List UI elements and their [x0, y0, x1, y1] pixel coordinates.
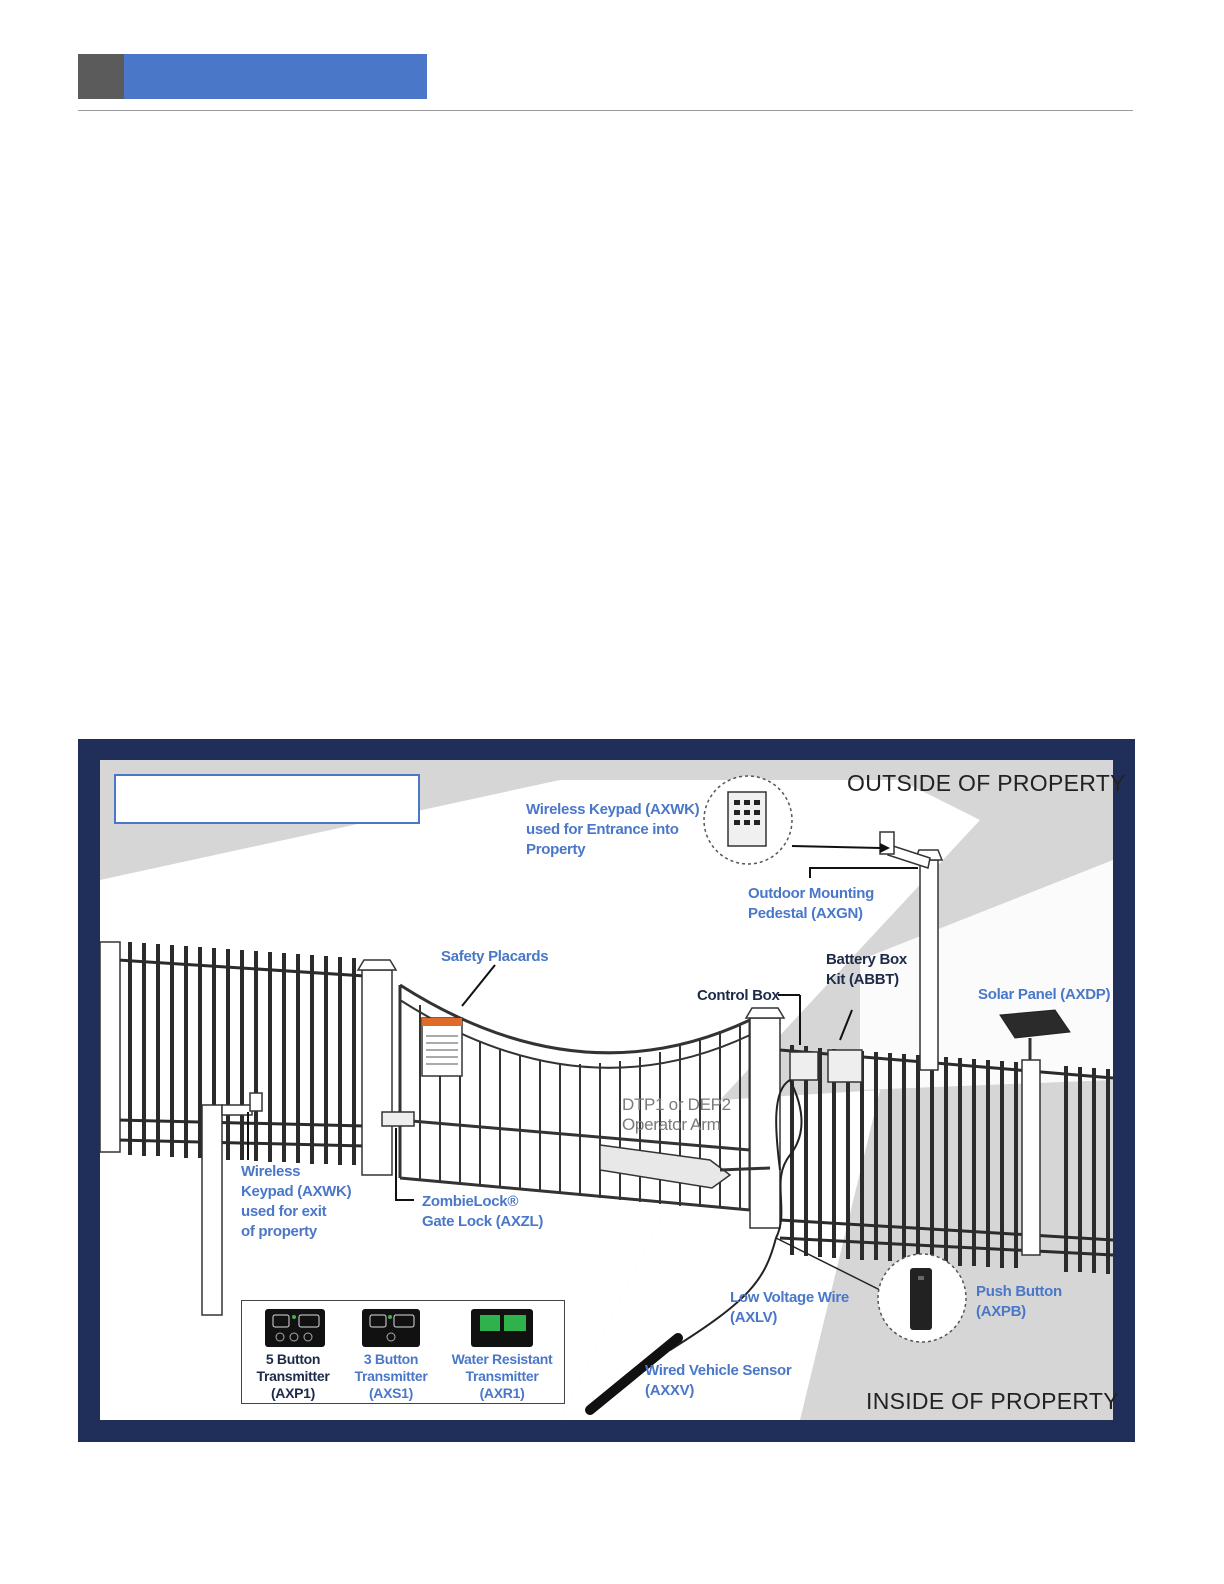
- diagram-legend-box: [114, 774, 420, 824]
- callout-line: Gate Lock (AXZL): [422, 1212, 543, 1232]
- callout-control-box: Control Box: [697, 986, 780, 1006]
- transmitter-water-resistant-icon: [471, 1309, 533, 1347]
- callout-line: Push Button: [976, 1282, 1062, 1302]
- transmitter-label-water-resistant: Water Resistant Transmitter (AXR1): [444, 1351, 560, 1402]
- transmitter-line: (AXP1): [252, 1385, 334, 1402]
- callout-line: Operator Arm: [622, 1115, 731, 1135]
- callout-line: Low Voltage Wire: [730, 1288, 849, 1308]
- battery-box-device: [828, 1050, 862, 1082]
- callout-low-voltage-wire: Low Voltage Wire (AXLV): [730, 1288, 849, 1328]
- transmitter-line: (AXR1): [444, 1385, 560, 1402]
- transmitter-5-button-icon: [265, 1309, 325, 1347]
- callout-keypad-entrance: Wireless Keypad (AXWK) used for Entrance…: [526, 800, 699, 860]
- control-box-device: [790, 1052, 818, 1080]
- push-button-zoom: [878, 1254, 966, 1342]
- transmitter-line: (AXS1): [346, 1385, 436, 1402]
- callout-keypad-exit: Wireless Keypad (AXWK) used for exit of …: [241, 1162, 351, 1242]
- callout-line: Battery Box: [826, 950, 907, 970]
- callout-line: used for exit: [241, 1202, 351, 1222]
- header-grey-tab: [78, 54, 124, 99]
- transmitter-label-3-button: 3 Button Transmitter (AXS1): [346, 1351, 436, 1402]
- callout-solar-panel: Solar Panel (AXDP): [978, 985, 1110, 1005]
- callout-safety-placards: Safety Placards: [441, 947, 548, 967]
- transmitter-line: Transmitter: [346, 1368, 436, 1385]
- exit-keypad-post: [202, 1105, 222, 1315]
- callout-line: of property: [241, 1222, 351, 1242]
- callout-line: Wired Vehicle Sensor: [645, 1361, 791, 1381]
- callout-line: (AXXV): [645, 1381, 791, 1401]
- keypad-entrance-zoom: [704, 776, 792, 864]
- callout-line: ZombieLock®: [422, 1192, 543, 1212]
- header-blue-tab: [124, 54, 427, 99]
- callout-line: used for Entrance into: [526, 820, 699, 840]
- callout-line: (AXPB): [976, 1302, 1062, 1322]
- transmitter-panel: 5 Button Transmitter (AXP1) 3 Button Tra…: [241, 1300, 565, 1404]
- left-post: [100, 942, 120, 1152]
- transmitter-line: 3 Button: [346, 1351, 436, 1368]
- transmitter-label-5-button: 5 Button Transmitter (AXP1): [252, 1351, 334, 1402]
- callout-line: Property: [526, 840, 699, 860]
- zombielock-device: [382, 1112, 414, 1126]
- outside-label: OUTSIDE OF PROPERTY: [847, 770, 1126, 797]
- callout-line: Pedestal (AXGN): [748, 904, 874, 924]
- transmitter-line: Transmitter: [444, 1368, 560, 1385]
- transmitter-line: 5 Button: [252, 1351, 334, 1368]
- callout-line: Keypad (AXWK): [241, 1182, 351, 1202]
- transmitter-3-button-icon: [362, 1309, 420, 1347]
- callout-line: (AXLV): [730, 1308, 849, 1328]
- callout-battery-box: Battery Box Kit (ABBT): [826, 950, 907, 990]
- callout-line: Wireless: [241, 1162, 351, 1182]
- left-gate-post: [362, 970, 392, 1175]
- callout-line: Wireless Keypad (AXWK): [526, 800, 699, 820]
- callout-line: Kit (ABBT): [826, 970, 907, 990]
- callout-line: DTP1 or DEP2: [622, 1095, 731, 1115]
- header-divider: [78, 110, 1133, 111]
- solar-post: [1022, 1060, 1040, 1255]
- callout-zombielock: ZombieLock® Gate Lock (AXZL): [422, 1192, 543, 1232]
- callout-operator-arm: DTP1 or DEP2 Operator Arm: [622, 1095, 731, 1135]
- callout-vehicle-sensor: Wired Vehicle Sensor (AXXV): [645, 1361, 791, 1401]
- callout-line: Outdoor Mounting: [748, 884, 874, 904]
- transmitter-line: Water Resistant: [444, 1351, 560, 1368]
- inside-label: INSIDE OF PROPERTY: [866, 1388, 1119, 1415]
- callout-push-button: Push Button (AXPB): [976, 1282, 1062, 1322]
- callout-pedestal: Outdoor Mounting Pedestal (AXGN): [748, 884, 874, 924]
- transmitter-line: Transmitter: [252, 1368, 334, 1385]
- safety-placard: [422, 1018, 462, 1076]
